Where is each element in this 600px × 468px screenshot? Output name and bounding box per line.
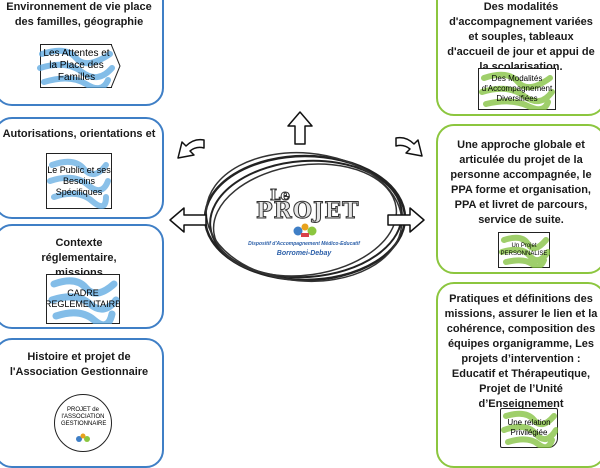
center-logo-name: Borromei-Debay [276, 250, 332, 257]
card-projet-association-label: PROJET de l'ASSOCIATION GESTIONNAIRE [61, 407, 107, 427]
blue-scribble [47, 158, 111, 209]
card-relation-privilegiee-label: Une relation Privilégiée [507, 418, 551, 437]
center-projet: PROJET [256, 198, 360, 225]
logo-icon [293, 223, 317, 237]
right-box-approche-text: Une approche globale et articulée du pro… [450, 139, 592, 226]
green-scribble [499, 234, 550, 268]
right-box-modalites: Des modalités d'accompagnement variées e… [436, 0, 600, 116]
arrow-left-icon [169, 207, 207, 233]
arrow-right-icon [387, 207, 425, 233]
right-box-approche: Une approche globale et articulée du pro… [436, 124, 600, 274]
right-box-pratiques-text: Pratiques et définitions des missions, a… [444, 293, 598, 410]
card-les-attentes-tip [111, 44, 121, 88]
card-projet-personnalise-label: Un Projet PERSONNALISE [500, 243, 548, 257]
left-box-contexte: Contexte réglementaire, missions CADRE R… [0, 224, 164, 329]
card-le-public-label: Le Public et ses Besoins Spécifiques [47, 164, 111, 197]
arrow-curved-left-icon [177, 138, 205, 159]
arrow-up-icon [287, 111, 313, 145]
blue-scribble [37, 47, 115, 88]
card-cadre-reglementaire-label: CADRE REGLEMENTAIRE [46, 288, 120, 309]
left-box-histoire-text: Histoire et projet de l'Association Gest… [9, 351, 149, 378]
card-les-attentes-label: Les Attentes et la Place des Familles [43, 48, 110, 83]
blue-scribble [48, 277, 120, 324]
arrow-curved-right-icon [395, 136, 423, 157]
green-scribble [501, 410, 558, 448]
card-modalites-label: Des Modalités d'Accompagnement Diversifi… [481, 74, 553, 103]
left-box-autorisations: Autorisations, orientations et Le Public… [0, 117, 164, 219]
card-projet-association: PROJET de l'ASSOCIATION GESTIONNAIRE [54, 394, 112, 452]
center-le: Le [269, 186, 291, 205]
card-modalites: Des Modalités d'Accompagnement Diversifi… [478, 68, 556, 110]
right-box-modalites-text: Des modalités d'accompagnement variées e… [447, 1, 595, 73]
green-scribble [479, 71, 555, 110]
left-box-histoire: Histoire et projet de l'Association Gest… [0, 338, 164, 468]
right-box-pratiques: Pratiques et définitions des missions, a… [436, 282, 600, 468]
left-box-environnement-text: Environnement de vie place des familles,… [6, 1, 152, 28]
card-les-attentes: Les Attentes et la Place des Familles [40, 44, 112, 88]
logo-icon [76, 433, 90, 442]
left-box-environnement: Environnement de vie place des familles,… [0, 0, 164, 106]
left-box-autorisations-text: Autorisations, orientations et [2, 128, 156, 140]
center-logo-line: Dispositif d'Accompagnement Médico-Educa… [248, 241, 360, 247]
